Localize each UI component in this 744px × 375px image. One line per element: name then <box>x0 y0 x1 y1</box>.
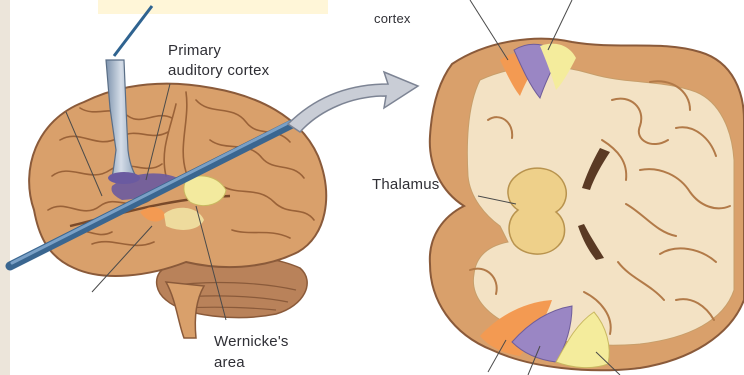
coronal-section <box>430 0 744 375</box>
primary-auditory-cortex-label-line1: Primary <box>168 42 221 59</box>
transition-arrow <box>288 72 418 132</box>
cortex-label: cortex <box>374 11 411 26</box>
thalamus-region <box>508 168 566 254</box>
wernicke-area-label-line2: area <box>214 354 245 371</box>
primary-auditory-cortex-label-line2: auditory cortex <box>168 62 269 79</box>
left-edge-strip <box>0 0 10 375</box>
wernicke-area-label-line1: Wernicke's <box>214 333 289 350</box>
thalamus-label: Thalamus <box>372 176 439 193</box>
top-highlight-strip <box>98 0 328 14</box>
